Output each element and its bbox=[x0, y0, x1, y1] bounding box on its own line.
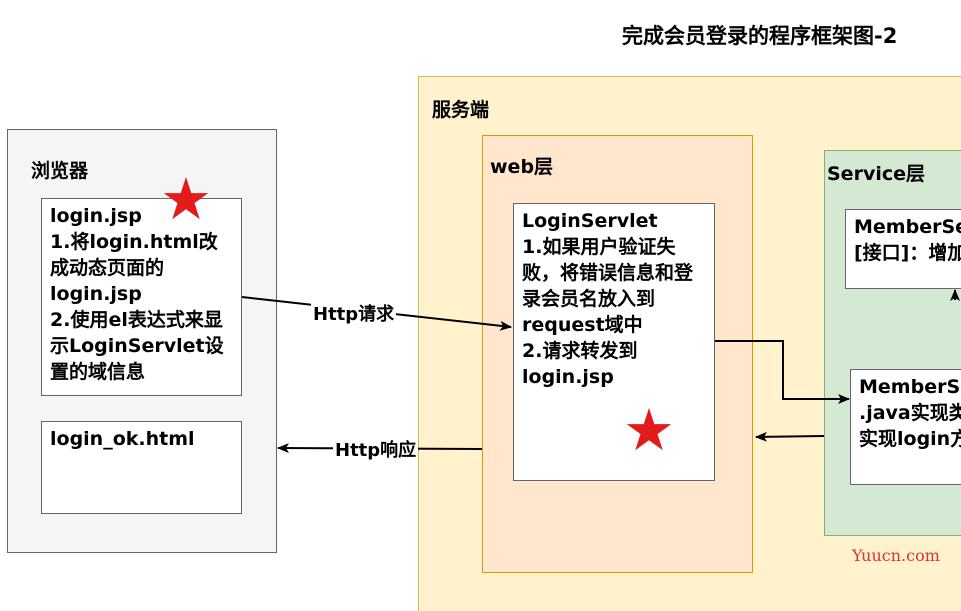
red-star-icon: ★ bbox=[623, 396, 675, 464]
diagram-title: 完成会员登录的程序框架图-2 bbox=[622, 24, 898, 48]
member-service-impl-box: MemberSe .java实现类 实现login方 bbox=[850, 369, 961, 485]
http-request-label: Http请求 bbox=[311, 300, 397, 326]
red-star-icon: ★ bbox=[160, 165, 212, 233]
web-layer-label: web层 bbox=[490, 156, 554, 178]
server-label: 服务端 bbox=[432, 99, 490, 121]
http-response-label: Http响应 bbox=[333, 436, 419, 462]
service-to-servlet-arrow bbox=[755, 431, 825, 442]
browser-label: 浏览器 bbox=[31, 160, 89, 182]
service-layer-label: Service层 bbox=[827, 163, 925, 185]
member-service-interface-box: MemberSe [接口]：增加 bbox=[845, 209, 961, 289]
login-servlet-box: LoginServlet 1.如果用户验证失败，将错误信息和登录会员名放入到re… bbox=[513, 203, 715, 481]
watermark: Yuucn.com bbox=[852, 546, 940, 565]
login-jsp-box: login.jsp 1.将login.html改成动态页面的login.jsp … bbox=[41, 198, 242, 396]
servlet-to-service-arrow bbox=[715, 340, 850, 404]
login-ok-html-box: login_ok.html bbox=[41, 421, 242, 514]
